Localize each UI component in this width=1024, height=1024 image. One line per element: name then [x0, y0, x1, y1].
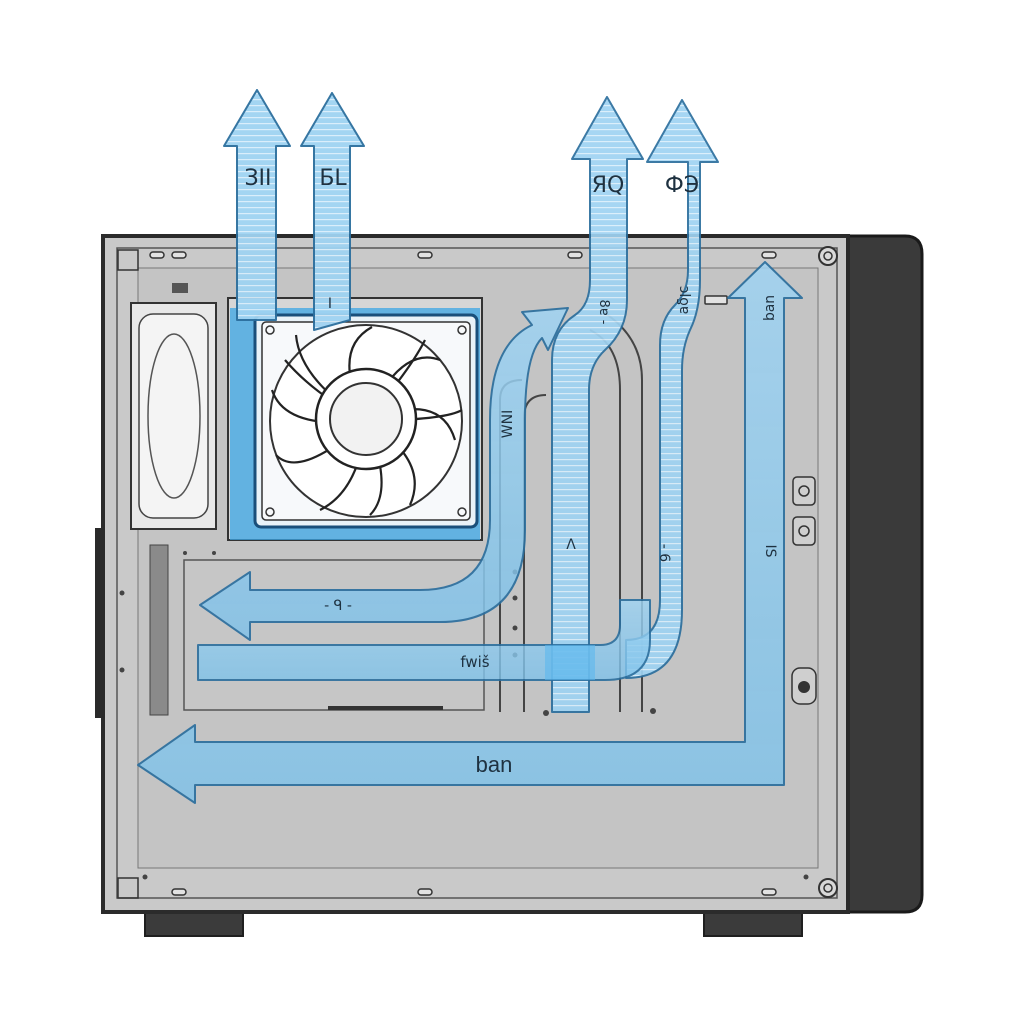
exhaust-arrow-3	[551, 96, 644, 713]
flow-label-c: IS	[762, 544, 778, 557]
case-left-strip	[149, 544, 169, 716]
curve-label: WNI	[500, 410, 516, 438]
screw-icon	[823, 251, 833, 261]
port-icon	[791, 476, 817, 705]
corner-mark	[117, 877, 139, 899]
mid-flow-label: fwiš	[460, 653, 489, 671]
arrow-label-f: uɐq	[762, 295, 778, 321]
curved-airflow-arrow	[199, 307, 569, 641]
stub-label: I	[328, 296, 332, 312]
case-inner-frame	[116, 247, 838, 899]
screw-icon	[823, 883, 833, 893]
arrow-label-e: ɔlƍɐ	[676, 286, 692, 315]
exhaust-label-3: ЯQ	[592, 173, 625, 198]
corner-mark	[117, 249, 139, 271]
screw-icon	[818, 246, 838, 266]
bottom-flow-label: ban	[476, 752, 513, 777]
expansion-bar	[328, 706, 443, 710]
case-left-bracket	[95, 528, 105, 718]
exhaust-label-4: ФЭ	[665, 173, 699, 198]
left-flow-label: - ᑫ -	[324, 598, 352, 614]
exhaust-arrow-1	[223, 89, 291, 321]
vent-icon	[130, 302, 217, 530]
right-airflow-arrow	[137, 261, 803, 804]
screw-icon	[818, 878, 838, 898]
exhaust-label-2: БL	[319, 166, 347, 191]
arrow-label-d: 8ɐ -	[596, 300, 611, 325]
overlap-highlight	[545, 645, 595, 680]
fan-icon	[253, 313, 479, 529]
middle-airflow-arrow	[197, 599, 651, 681]
exhaust-label-1: ЗII	[244, 166, 271, 191]
flow-label-b: - 6	[656, 544, 672, 563]
small-indicator	[172, 283, 188, 293]
expansion-area	[183, 559, 485, 711]
exhaust-arrow-4	[625, 99, 719, 679]
slot-marks	[149, 251, 777, 896]
exhaust-arrow-2	[300, 92, 365, 331]
flow-label-a: ᐱ	[566, 537, 576, 553]
case-side-panel	[843, 234, 924, 914]
